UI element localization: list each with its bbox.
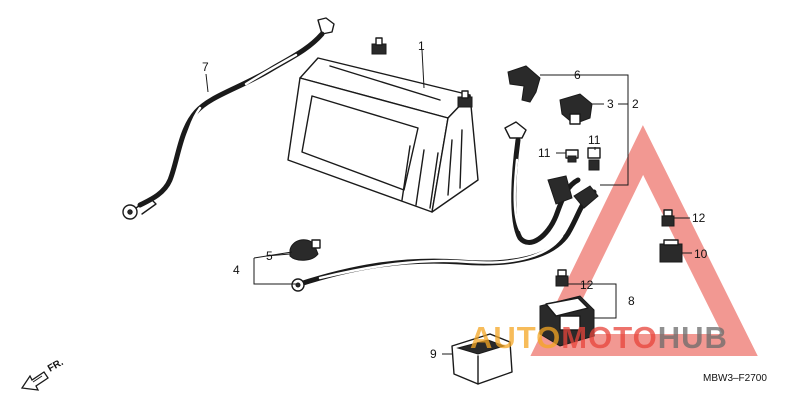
callout-10: 10	[694, 247, 708, 261]
bolt-11a	[565, 149, 579, 163]
watermark-part-hub: HUB	[658, 320, 728, 355]
svg-text:AUTOMOTOHUB: AUTOMOTOHUB	[470, 320, 728, 355]
callout-9: 9	[430, 347, 437, 361]
front-direction-arrow-icon	[20, 371, 49, 391]
starter-relay-8	[539, 295, 595, 347]
fuse-box-10	[659, 239, 683, 263]
front-direction-label: FR.	[46, 357, 66, 375]
leader-lines	[205, 49, 692, 355]
callout-12a: 12	[692, 211, 706, 225]
callout-11a: 11	[538, 146, 551, 160]
callout-5: 5	[266, 249, 273, 263]
callout-3: 3	[607, 97, 614, 111]
watermark-part-auto: AUTO	[470, 320, 561, 355]
callout-6: 6	[574, 68, 581, 82]
callout-8: 8	[628, 294, 635, 308]
positive-cable	[504, 121, 581, 245]
relay-holder-9	[451, 333, 513, 385]
fuse-12a	[661, 209, 675, 227]
negative-cable	[122, 17, 335, 220]
drawing-code: MBW3–F2700	[703, 373, 767, 384]
callout-11b: 11	[588, 133, 601, 147]
starter-cable-4	[291, 185, 599, 292]
callout-12b: 12	[580, 278, 594, 292]
bolt-11b	[587, 147, 601, 171]
terminal-boot-5	[289, 239, 321, 261]
watermark-text: AUTOMOTOHUB	[470, 320, 728, 355]
watermark-triangle-logo-icon	[530, 125, 758, 356]
callout-7: 7	[202, 60, 209, 74]
terminal-cap-3	[559, 93, 593, 125]
terminal-cover-6	[507, 65, 541, 103]
callout-2: 2	[632, 97, 639, 111]
battery	[287, 37, 479, 213]
watermark-part-moto: MOTO	[561, 320, 657, 355]
callout-1: 1	[418, 39, 425, 53]
fuse-12b	[555, 269, 569, 287]
callout-4: 4	[233, 263, 240, 277]
